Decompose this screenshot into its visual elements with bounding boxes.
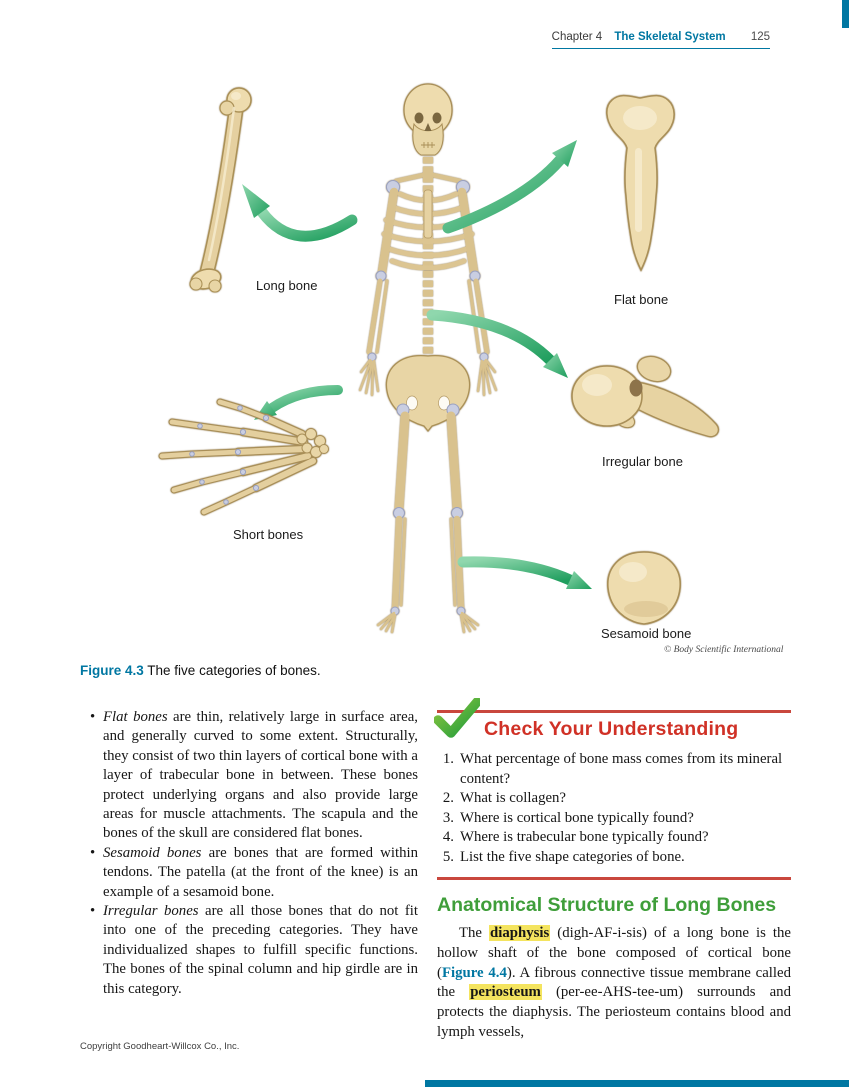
bullet-text: are all those bones that do not fit into… bbox=[103, 903, 418, 997]
arrow-to-irregular-bone bbox=[426, 309, 568, 378]
callout-arrows bbox=[242, 140, 592, 589]
left-column: • Flat bones are thin, relatively large i… bbox=[80, 708, 418, 999]
chapter-number: Chapter 4 bbox=[551, 31, 603, 43]
bullet-irregular-bones: • Irregular bones are all those bones tha… bbox=[80, 902, 418, 999]
question-number: 4. bbox=[442, 829, 454, 845]
label-flat-bone: Flat bone bbox=[614, 292, 669, 307]
irregular-bone-illustration bbox=[571, 355, 720, 438]
long-bones-paragraph: The diaphysis (digh-AF-i-sis) of a long … bbox=[437, 924, 791, 1043]
copyright-notice: Copyright Goodheart-Willcox Co., Inc. bbox=[80, 1041, 240, 1052]
label-sesamoid-bone: Sesamoid bone bbox=[601, 626, 692, 641]
bullet-marker: • bbox=[90, 844, 96, 861]
question-item: 3. Where is cortical bone typically found… bbox=[437, 809, 791, 829]
bullet-flat-bones: • Flat bones are thin, relatively large i… bbox=[80, 708, 418, 844]
figure-caption-text: The five categories of bones. bbox=[147, 663, 321, 678]
bullet-text: are thin, relatively large in surface ar… bbox=[103, 709, 418, 842]
chapter-title: The Skeletal System bbox=[614, 31, 726, 43]
key-term-periosteum: periosteum bbox=[469, 984, 542, 1001]
bullet-lead: Flat bones bbox=[103, 709, 168, 725]
skeleton-illustration bbox=[358, 83, 498, 634]
question-list: 1. What percentage of bone mass comes fro… bbox=[437, 750, 791, 867]
question-number: 2. bbox=[442, 790, 454, 806]
question-item: 2. What is collagen? bbox=[437, 789, 791, 809]
question-number: 3. bbox=[442, 809, 454, 826]
paragraph-text: ). A fibrous connective tissue membrane … bbox=[437, 964, 791, 1001]
long-bone-illustration bbox=[189, 87, 252, 293]
paragraph-text: (digh-AF-i-sis) of a long bone is the ho… bbox=[437, 925, 791, 981]
sesamoid-bone-illustration bbox=[607, 551, 681, 625]
bottom-accent-bar bbox=[425, 1080, 849, 1087]
corner-accent-bar bbox=[842, 0, 849, 28]
arrow-to-sesamoid-bone bbox=[457, 556, 592, 589]
question-text: What is collagen? bbox=[460, 790, 566, 806]
check-your-understanding-box: Check Your Understanding 1. What percenta… bbox=[434, 698, 791, 880]
figure-caption-label: Figure 4.3 bbox=[80, 663, 144, 678]
check-your-understanding-title: Check Your Understanding bbox=[484, 718, 739, 740]
bullet-sesamoid-bones: • Sesamoid bones are bones that are forme… bbox=[80, 844, 418, 902]
arrow-to-flat-bone bbox=[442, 140, 577, 234]
paragraph-text: (per-ee-AHS-tee-um) surrounds and protec… bbox=[437, 984, 791, 1040]
right-column: Check Your Understanding 1. What percenta… bbox=[434, 698, 791, 1043]
label-irregular-bone: Irregular bone bbox=[602, 454, 683, 469]
figure-credit: © Body Scientific International bbox=[664, 645, 784, 655]
label-short-bones: Short bones bbox=[233, 527, 304, 542]
question-text: List the five shape categories of bone. bbox=[460, 848, 685, 865]
bullet-lead: Irregular bones bbox=[103, 903, 199, 920]
question-item: 4. Where is trabecular bone typically fou… bbox=[437, 828, 791, 848]
question-item: 1. What percentage of bone mass comes fro… bbox=[437, 750, 791, 789]
bullet-lead: Sesamoid bones bbox=[103, 844, 202, 861]
question-number: 5. bbox=[442, 848, 454, 865]
key-term-diaphysis: diaphysis bbox=[489, 925, 551, 941]
figure-caption: Figure 4.3 The five categories of bones. bbox=[80, 663, 321, 678]
figure-reference: Figure 4.4 bbox=[441, 964, 507, 981]
question-item: 5. List the five shape categories of bone… bbox=[437, 848, 791, 868]
question-number: 1. bbox=[442, 751, 454, 767]
bullet-marker: • bbox=[90, 709, 96, 725]
bone-categories-figure bbox=[158, 83, 720, 634]
check-icon bbox=[434, 698, 480, 738]
label-long-bone: Long bone bbox=[256, 278, 318, 293]
section-heading: Anatomical Structure of Long Bones bbox=[437, 894, 777, 916]
question-text: What percentage of bone mass comes from … bbox=[460, 751, 783, 787]
running-head: Chapter 4 The Skeletal System 125 bbox=[551, 31, 770, 49]
short-bones-illustration bbox=[158, 398, 329, 516]
flat-bone-illustration bbox=[606, 94, 675, 272]
bullet-marker: • bbox=[90, 903, 96, 920]
question-text: Where is trabecular bone typically found… bbox=[460, 829, 709, 845]
page-number: 125 bbox=[750, 31, 770, 43]
question-text: Where is cortical bone typically found? bbox=[460, 809, 694, 826]
arrow-to-long-bone bbox=[242, 184, 358, 242]
bullet-text: are bones that are formed within tendons… bbox=[103, 844, 418, 900]
paragraph-text: The bbox=[459, 925, 490, 941]
